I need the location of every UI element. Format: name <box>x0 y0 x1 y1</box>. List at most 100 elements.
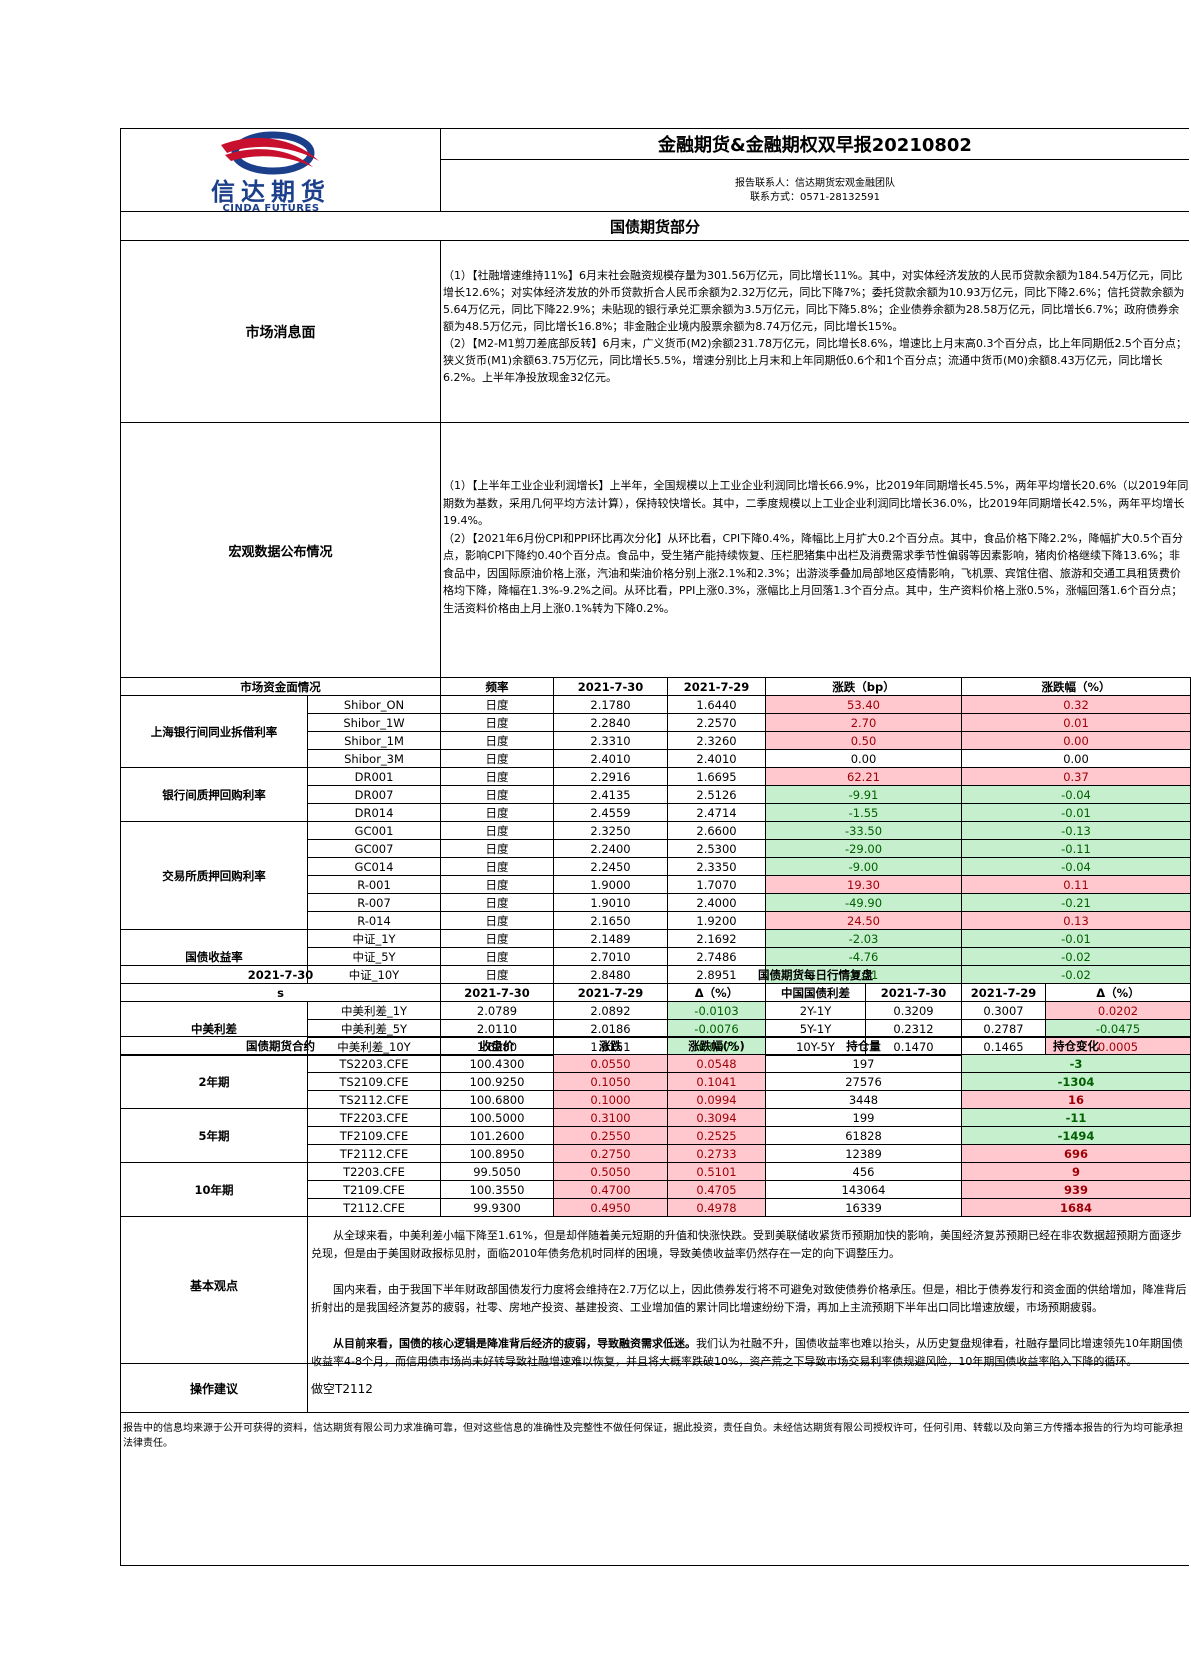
rate-change-bp: 0.50 <box>765 731 962 750</box>
rate-name: Shibor_1W <box>307 713 441 732</box>
logo-swoosh-icon <box>221 131 319 175</box>
basic-view-p2: 国内来看，由于我国下半年财政部国债发行力度将会维持在2.7万亿以上，因此债券发行… <box>311 1283 1187 1314</box>
rate-value: 2.4000 <box>667 893 766 912</box>
rate-frequency: 日度 <box>440 911 554 930</box>
logo-en-text: CINDA FUTURES <box>222 203 320 214</box>
header-cell: Δ（%） <box>1044 983 1191 1002</box>
open-interest: 143064 <box>765 1180 962 1199</box>
rate-change-bp: 24.50 <box>765 911 962 930</box>
cn-spread-name: 5Y-1Y <box>765 1019 866 1038</box>
header-cell: 2021-7-29 <box>553 983 668 1002</box>
header-cell: 涨跌（bp） <box>765 677 962 696</box>
price-change: 0.1000 <box>553 1090 668 1109</box>
price-change: 0.1050 <box>553 1072 668 1091</box>
rate-change-pct: 0.00 <box>961 749 1191 768</box>
rate-value: 2.1780 <box>553 695 668 714</box>
close-price: 101.2600 <box>440 1126 554 1145</box>
rate-value: 2.5126 <box>667 785 766 804</box>
header-cell: 2021-7-30 <box>440 983 554 1002</box>
price-change: 0.0550 <box>553 1054 668 1073</box>
price-change-pct: 0.2525 <box>667 1126 766 1145</box>
spread-delta: -0.0103 <box>667 1001 766 1020</box>
rate-value: 1.6440 <box>667 695 766 714</box>
contract-code: TF2203.CFE <box>307 1108 441 1127</box>
price-change-pct: 0.5101 <box>667 1162 766 1181</box>
open-interest-change: 696 <box>961 1144 1191 1163</box>
rate-value: 2.4010 <box>553 749 668 768</box>
rate-change-bp: -29.00 <box>765 839 962 858</box>
price-change-pct: 0.2733 <box>667 1144 766 1163</box>
review-title: 国债期货每日行情复盘 <box>439 965 1191 984</box>
rate-value: 1.9010 <box>553 893 668 912</box>
rate-change-pct: 0.37 <box>961 767 1191 786</box>
rate-change-bp: 62.21 <box>765 767 962 786</box>
contract-code: T2109.CFE <box>307 1180 441 1199</box>
price-change: 0.2750 <box>553 1144 668 1163</box>
rate-change-pct: 0.11 <box>961 875 1191 894</box>
rate-value: 1.9200 <box>667 911 766 930</box>
rate-change-pct: -0.04 <box>961 857 1191 876</box>
rate-change-bp: 53.40 <box>765 695 962 714</box>
open-interest: 61828 <box>765 1126 962 1145</box>
contact-person: 报告联系人：信达期货宏观金融团队 <box>735 178 895 189</box>
rate-change-bp: -4.76 <box>765 947 962 966</box>
rate-name: 中证_5Y <box>307 947 441 966</box>
basic-view-label: 基本观点 <box>189 1278 238 1293</box>
basic-view-p3-bold: 从目前来看，国债的核心逻辑是降准背后经济的疲弱，导致融资需求低迷。 <box>311 1337 696 1350</box>
open-interest-change: -1304 <box>961 1072 1191 1091</box>
open-interest-change: 9 <box>961 1162 1191 1181</box>
spread-value: 2.0186 <box>553 1019 668 1038</box>
rate-value: 2.1489 <box>553 929 668 948</box>
tenor-label: 2年期 <box>120 1054 308 1109</box>
report-sheet: 信达期货 CINDA FUTURES 金融期货&金融期权双早报20210802 … <box>120 128 1191 1566</box>
rate-frequency: 日度 <box>440 713 554 732</box>
spread-name: 中美利差_1Y <box>307 1001 441 1020</box>
rate-value: 2.4135 <box>553 785 668 804</box>
rate-change-bp: 0.00 <box>765 749 962 768</box>
close-price: 100.4300 <box>440 1054 554 1073</box>
header-cell: 涨跌 <box>553 1036 668 1055</box>
header-cell: 2021-7-30 <box>865 983 962 1002</box>
contract-code: TS2109.CFE <box>307 1072 441 1091</box>
rate-value: 2.3350 <box>667 857 766 876</box>
cn-spread-value: 0.3007 <box>961 1001 1046 1020</box>
contract-code: TF2112.CFE <box>307 1144 441 1163</box>
price-change: 0.5050 <box>553 1162 668 1181</box>
header-cell: 涨跌幅（%） <box>961 677 1191 696</box>
rate-change-bp: 2.70 <box>765 713 962 732</box>
rate-frequency: 日度 <box>440 875 554 894</box>
rate-change-pct: -0.04 <box>961 785 1191 804</box>
rate-change-pct: 0.32 <box>961 695 1191 714</box>
market-news-text: （1）【社融增速维持11%】6月末社会融资规模存量为301.56万亿元，同比增长… <box>443 269 1187 384</box>
close-price: 100.9250 <box>440 1072 554 1091</box>
logo: 信达期货 CINDA FUTURES <box>191 131 351 214</box>
price-change-pct: 0.0548 <box>667 1054 766 1073</box>
header-cell: 2021-7-30 <box>553 677 668 696</box>
price-change: 0.2550 <box>553 1126 668 1145</box>
rate-change-pct: 0.01 <box>961 713 1191 732</box>
rate-change-pct: -0.21 <box>961 893 1191 912</box>
open-interest: 12389 <box>765 1144 962 1163</box>
open-interest-change: 16 <box>961 1090 1191 1109</box>
spread-value: 2.0789 <box>440 1001 554 1020</box>
spread-name: 中美利差_5Y <box>307 1019 441 1038</box>
report-title: 金融期货&金融期权双早报20210802 <box>658 135 972 156</box>
rate-change-pct: -0.01 <box>961 929 1191 948</box>
rate-change-bp: -2.03 <box>765 929 962 948</box>
header-cell: s <box>120 983 441 1002</box>
rate-frequency: 日度 <box>440 767 554 786</box>
